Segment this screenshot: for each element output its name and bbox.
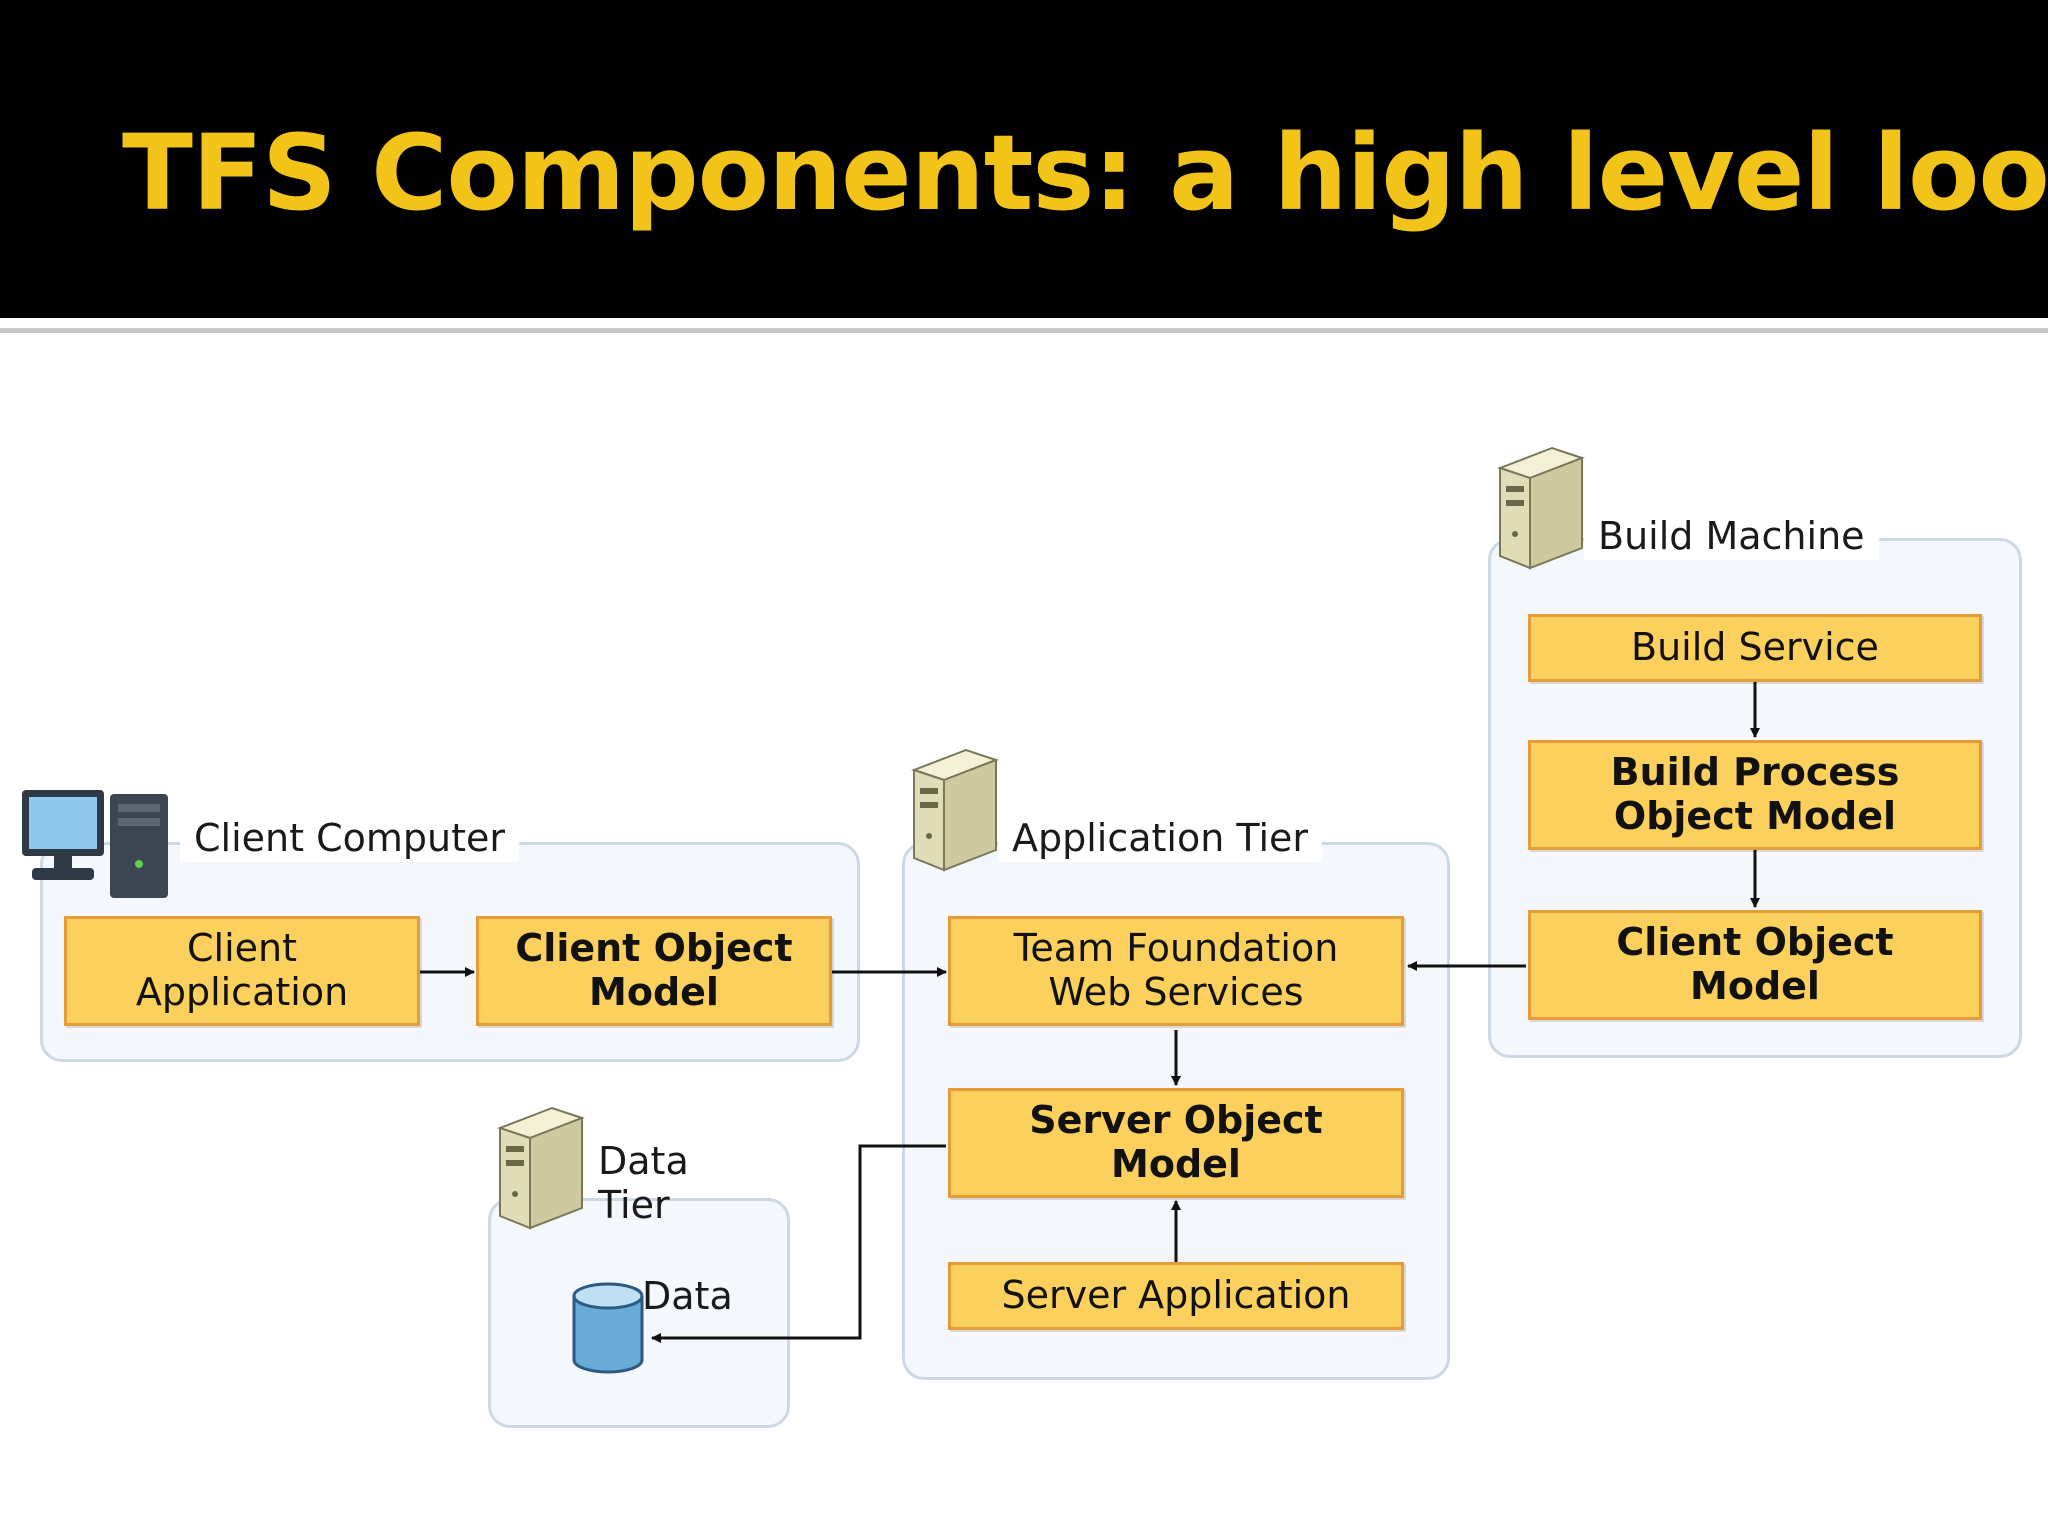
build-client-object-model-box: Client Object Model bbox=[1528, 910, 1982, 1020]
database-cylinder-icon bbox=[572, 1282, 644, 1374]
build-machine-server-icon bbox=[1497, 446, 1585, 570]
build-service-box: Build Service bbox=[1528, 614, 1982, 682]
header-divider bbox=[0, 328, 2048, 333]
desktop-computer-icon bbox=[22, 790, 168, 898]
page-title: TFS Components: a high level look bbox=[122, 112, 2048, 234]
data-tier-label: Data Tier bbox=[598, 1139, 689, 1227]
server-object-model-box: Server Object Model bbox=[948, 1088, 1404, 1198]
data-tier-server-icon bbox=[497, 1106, 585, 1230]
arrow-server-om-to-data bbox=[651, 1144, 946, 1343]
build-process-object-model-box: Build Process Object Model bbox=[1528, 740, 1982, 850]
client-object-model-box: Client Object Model bbox=[476, 916, 832, 1026]
client-application-box: Client Application bbox=[64, 916, 420, 1026]
application-tier-server-icon bbox=[911, 748, 999, 872]
title-bar: TFS Components: a high level look bbox=[0, 0, 2048, 318]
application-tier-label: Application Tier bbox=[998, 816, 1323, 862]
client-computer-label: Client Computer bbox=[180, 816, 519, 862]
data-store-label: Data bbox=[642, 1274, 733, 1318]
team-foundation-web-services-box: Team Foundation Web Services bbox=[948, 916, 1404, 1026]
build-machine-label: Build Machine bbox=[1584, 514, 1879, 560]
server-application-box: Server Application bbox=[948, 1262, 1404, 1330]
